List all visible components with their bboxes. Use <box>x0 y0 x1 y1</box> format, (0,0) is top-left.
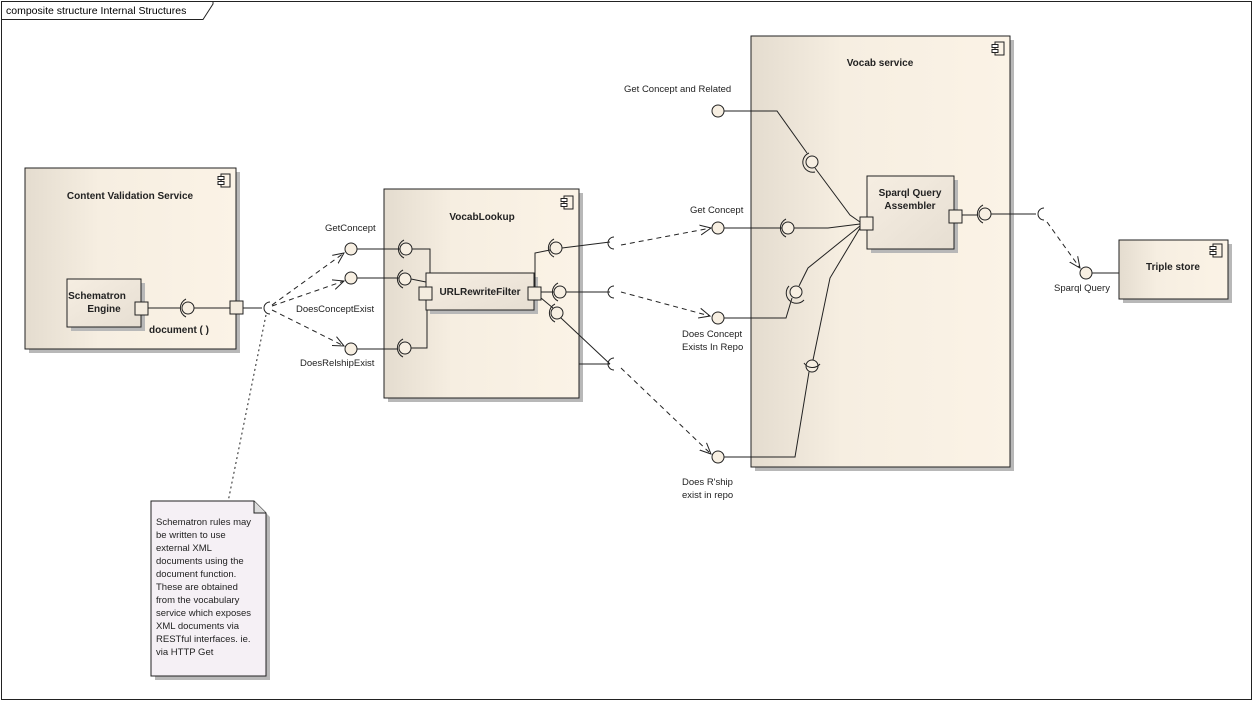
document-label: document ( ) <box>149 325 209 336</box>
note-line: XML documents via <box>156 621 240 632</box>
sparql-assembler-port-left <box>859 216 874 231</box>
content-validation-port <box>229 300 244 315</box>
does-concept-label-1: Does Concept <box>682 329 743 340</box>
doesconceptexist-label: DoesConceptExist <box>296 304 375 315</box>
note[interactable]: Schematron rules may be written to use ext… <box>150 500 270 680</box>
component-icon <box>217 173 231 188</box>
note-line: from the vocabulary <box>156 595 240 606</box>
interface-doesconceptexist: DoesConceptExist <box>296 271 399 315</box>
component-triple-store[interactable]: Triple store <box>1118 239 1232 303</box>
interface-does-rship-exist-in-repo: Does R'ship exist in repo <box>682 371 810 501</box>
note-line: documents using the <box>156 556 244 567</box>
note-line: via HTTP Get <box>156 647 214 658</box>
content-validation-title: Content Validation Service <box>67 191 194 202</box>
doesrelshipexist-label: DoesRelshipExist <box>300 358 375 369</box>
get-concept-related-label: Get Concept and Related <box>624 84 731 95</box>
triple-store-title: Triple store <box>1146 262 1200 273</box>
schematron-engine-line2: Engine <box>87 304 121 315</box>
does-concept-label-2: Exists In Repo <box>682 342 743 353</box>
schematron-port <box>134 301 149 316</box>
interface-doesrelshipexist: DoesRelshipExist <box>300 342 398 369</box>
interface-get-concept-and-related: Get Concept and Related <box>624 84 808 154</box>
document-dependencies <box>227 253 344 503</box>
note-text: Schematron rules may be written to use ext… <box>156 517 251 658</box>
vocab-service-title: Vocab service <box>847 58 914 69</box>
url-rewrite-port-right <box>527 286 542 301</box>
document-interface: document ( ) <box>148 298 271 336</box>
part-url-rewrite-filter[interactable]: URLRewriteFilter <box>418 272 542 314</box>
url-rewrite-port-left <box>418 286 433 301</box>
note-line: external XML <box>156 543 212 554</box>
url-rewrite-title: URLRewriteFilter <box>439 287 520 298</box>
sparql-assembler-port-right <box>948 209 963 224</box>
vocab-lookup-title: VocabLookup <box>449 212 514 223</box>
vocab-lookup-internal-left <box>396 239 431 358</box>
schematron-engine-line1: Schematron <box>68 291 126 302</box>
note-line: service which exposes <box>156 608 251 619</box>
component-icon <box>560 195 574 210</box>
get-concept-right-label: Get Concept <box>690 205 744 216</box>
note-line: be written to use <box>156 530 226 541</box>
interface-get-concept-right: Get Concept <box>690 205 782 235</box>
getconcept-label: GetConcept <box>325 223 376 234</box>
sparql-assembler-line1: Sparql Query <box>879 188 942 199</box>
part-schematron-engine[interactable]: Schematron Engine <box>66 278 149 331</box>
note-line: document function. <box>156 569 236 580</box>
sparql-query-label: Sparql Query <box>1054 283 1110 294</box>
interface-sparql-query: Sparql Query <box>1054 266 1119 294</box>
frame-title: composite structure Internal Structures <box>6 5 186 17</box>
note-link <box>227 314 267 503</box>
note-line: Schematron rules may <box>156 517 251 528</box>
component-icon <box>1209 243 1223 258</box>
vocab-lookup-internal-right <box>534 238 611 365</box>
part-sparql-query-assembler[interactable]: Sparql Query Assembler <box>859 175 963 253</box>
interface-does-concept-exists-in-repo: Does Concept Exists In Repo <box>682 297 793 353</box>
interface-getconcept-left: GetConcept <box>325 223 400 256</box>
note-line: These are obtained <box>156 582 238 593</box>
does-rship-label-1: Does R'ship <box>682 477 733 488</box>
sparql-out-interface <box>962 204 1080 268</box>
component-vocab-service[interactable]: Vocab service <box>750 35 1014 471</box>
vocab-lookup-sockets <box>607 228 711 454</box>
sparql-assembler-line2: Assembler <box>884 201 935 212</box>
note-line: RESTful interfaces. ie. <box>156 634 251 645</box>
does-rship-label-2: exist in repo <box>682 490 733 501</box>
component-icon <box>991 41 1005 56</box>
vocab-service-internal <box>779 152 861 373</box>
